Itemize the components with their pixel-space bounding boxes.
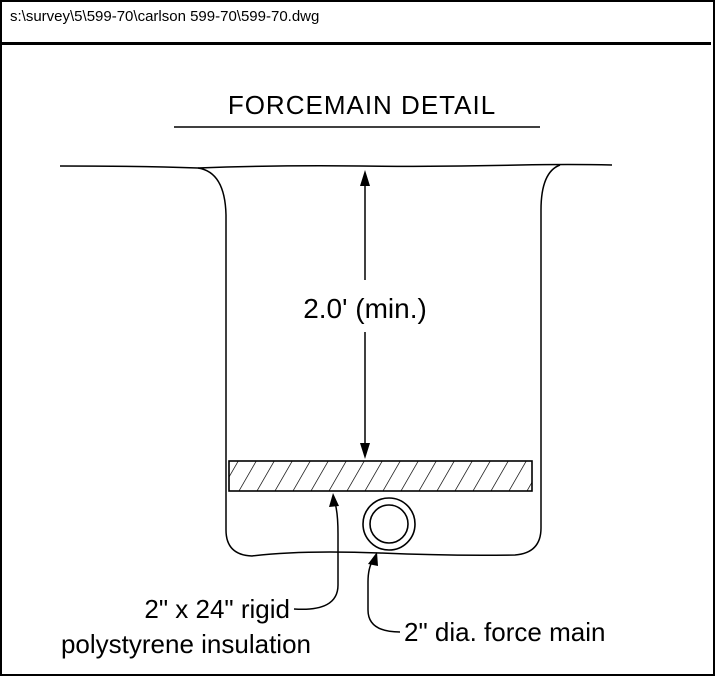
insulation-board [228, 460, 533, 492]
force-main-pipe-inner [369, 504, 409, 544]
file-path-header: s:\survey\5\599-70\carlson 599-70\599-70… [0, 0, 711, 45]
force-main-pipe-outer [362, 497, 416, 551]
depth-arrowhead-top [360, 170, 370, 186]
pipe-leader-arrowhead [368, 552, 378, 566]
insulation-leader [293, 499, 339, 611]
depth-arrowhead-bottom [360, 443, 370, 459]
file-path: s:\survey\5\599-70\carlson 599-70\599-70… [10, 8, 320, 25]
depth-label: 2.0' (min.) [303, 293, 427, 324]
insulation-leader-arrowhead [329, 493, 339, 507]
pipe-leader [367, 559, 401, 633]
detail-title: FORCEMAIN DETAIL [228, 90, 496, 120]
insulation-label-line2: polystyrene insulation [61, 629, 311, 659]
insulation-label-line1: 2" x 24" rigid [144, 594, 290, 624]
pipe-label: 2" dia. force main [404, 617, 605, 647]
trench-outline [197, 164, 561, 557]
ground-line [59, 163, 613, 169]
